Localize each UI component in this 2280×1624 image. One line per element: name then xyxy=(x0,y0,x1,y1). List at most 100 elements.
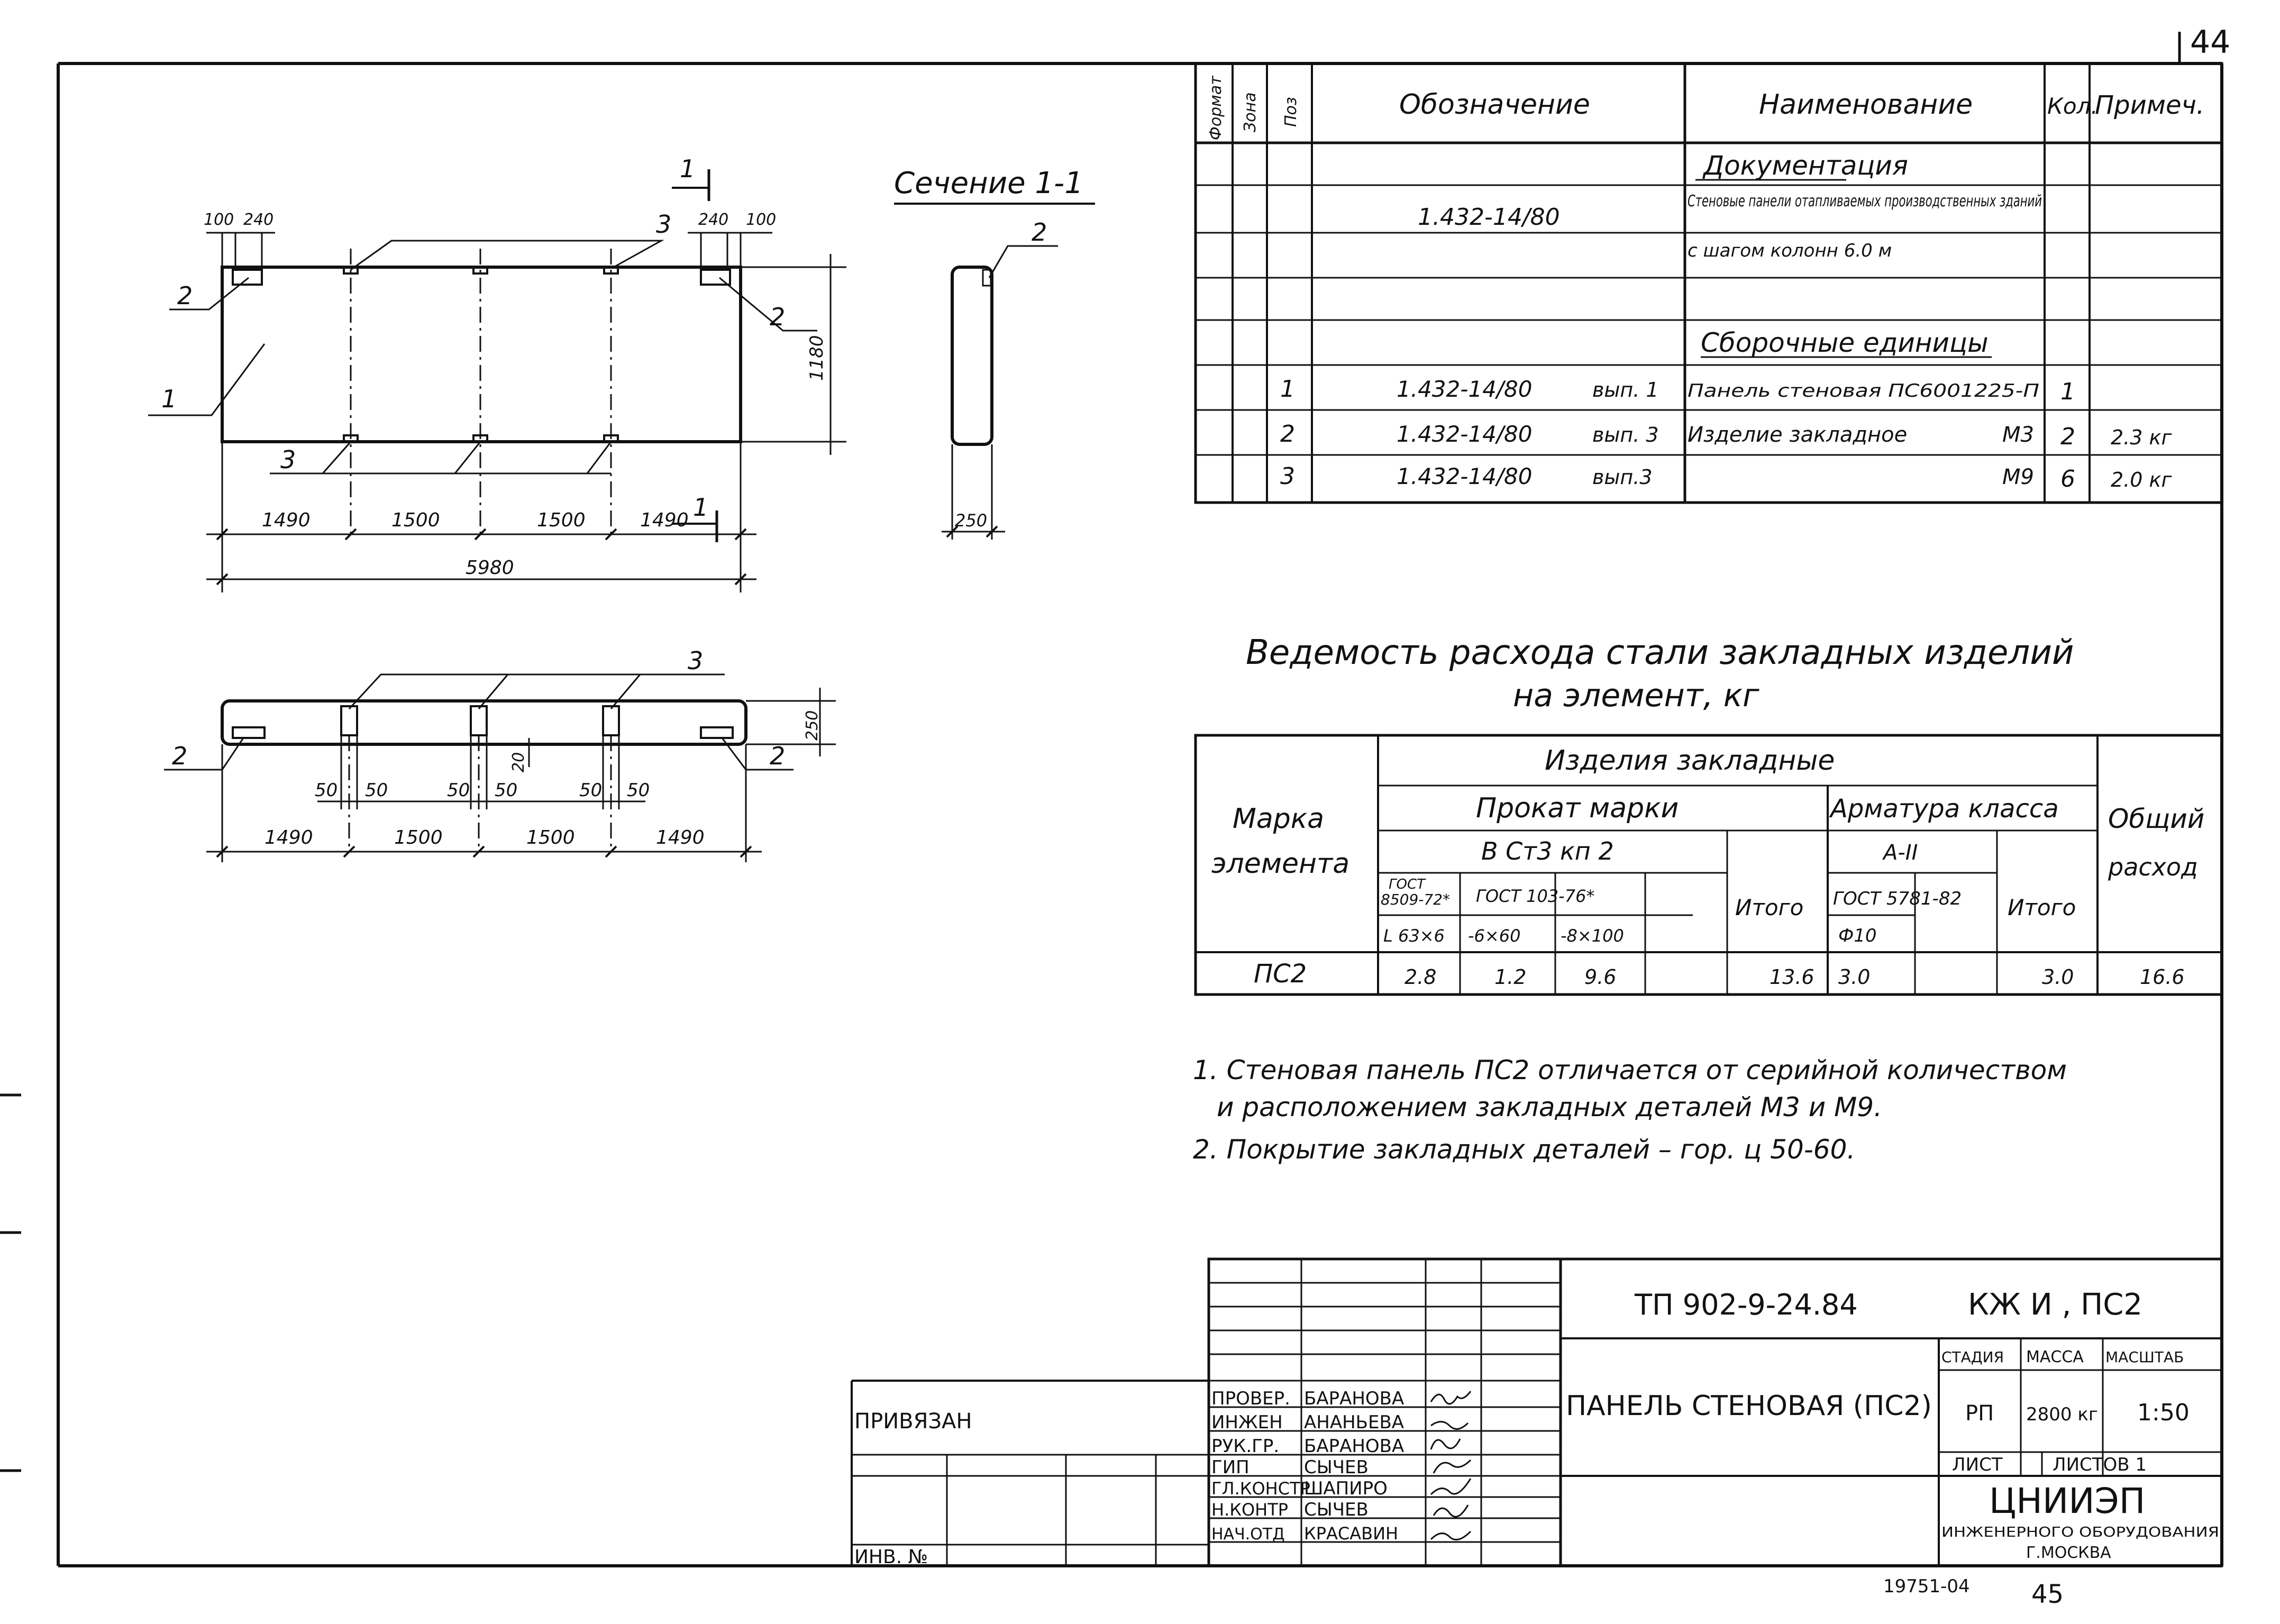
plan-pos-2-right: 2 xyxy=(770,742,785,770)
plan-dim-50-5: 50 xyxy=(579,780,602,801)
label-pos-1: 1 xyxy=(161,385,177,413)
doc-code: ТП 902-9-24.84 xyxy=(1634,1288,1858,1321)
spec-row-3-note: 2.0 кг xyxy=(2111,468,2172,491)
steel-row-rebar: 3.0 xyxy=(1838,965,1870,989)
steel-h-rebar: Арматура класса xyxy=(1829,794,2059,824)
steel-row-mark: ПС2 xyxy=(1254,959,1307,989)
sign-role-6: Н.КОНТР xyxy=(1211,1500,1288,1520)
plan-dim-20: 20 xyxy=(509,752,528,772)
steel-table xyxy=(1194,734,2223,996)
spec-header-pos: Поз xyxy=(1282,97,1300,127)
steel-row-overall: 16.6 xyxy=(2140,965,2185,989)
section-title: Сечение 1-1 xyxy=(894,166,1083,200)
sign-name-6: СЫЧЕВ xyxy=(1304,1499,1369,1520)
label-pos-2-right: 2 xyxy=(770,303,785,331)
section-mark-top: 1 xyxy=(680,154,695,183)
steel-title-1: Ведемость расхода стали закладных издели… xyxy=(1246,633,2074,672)
plan-dim-50-1: 50 xyxy=(315,780,338,801)
dim-240-left: 240 xyxy=(243,211,273,229)
spec-header-zone: Зона xyxy=(1241,92,1260,132)
dim-100-right: 100 xyxy=(746,211,776,229)
panel-elevation xyxy=(148,169,846,592)
spec-row-1-issue: вып. 1 xyxy=(1592,378,1659,402)
mass-value: 2800 кг xyxy=(2026,1404,2098,1425)
stage-value: РП xyxy=(1965,1401,1994,1426)
plan-dim-50-3: 50 xyxy=(447,780,470,801)
spec-row-2-qty: 2 xyxy=(2060,423,2075,450)
steel-h-gost1-b: 8509-72* xyxy=(1381,891,1450,908)
section-dim-250: 250 xyxy=(955,510,987,531)
sign-name-7: КРАСАВИН xyxy=(1304,1523,1398,1544)
plan-dim-50-6: 50 xyxy=(627,780,650,801)
spec-doc-name-1: Стеновые панели отапливаемых производств… xyxy=(1688,192,2042,211)
sign-role-1: ПРОВЕР. xyxy=(1211,1388,1290,1409)
spec-header-qty: Кол. xyxy=(2047,93,2098,119)
handwritten-signatures xyxy=(1430,1391,1472,1541)
spec-row-2-issue: вып. 3 xyxy=(1592,423,1659,446)
sign-role-3: РУК.ГР. xyxy=(1211,1436,1279,1457)
steel-h-gost3: ГОСТ 5781-82 xyxy=(1833,888,1962,909)
sheet-label: ЛИСТ xyxy=(1952,1454,2003,1475)
steel-row-strip1: 1.2 xyxy=(1494,965,1526,989)
steel-row-strip2: 9.6 xyxy=(1584,965,1616,989)
mass-head: МАССА xyxy=(2026,1348,2084,1366)
steel-title-2: на элемент, кг xyxy=(1513,677,1759,714)
steel-h-embedded: Изделия закладные xyxy=(1545,745,1835,777)
plan-dim-1500-b: 1500 xyxy=(526,827,575,849)
steel-row-angle: 2.8 xyxy=(1405,965,1436,989)
title-block xyxy=(851,1257,2223,1567)
plan-pos-3: 3 xyxy=(688,646,703,675)
spec-header-name: Наименование xyxy=(1759,89,1973,121)
sign-name-3: БАРАНОВА xyxy=(1304,1436,1404,1457)
signature-list: ПРОВЕР. БАРАНОВА ИНЖЕН АНАНЬЕВА РУК.ГР. … xyxy=(1211,1388,1404,1544)
dim-1490-a: 1490 xyxy=(262,509,311,531)
steel-h-strip1: -6×60 xyxy=(1468,926,1520,946)
plan-dim-1500-a: 1500 xyxy=(394,827,443,849)
plan-dim-50-2: 50 xyxy=(365,780,388,801)
note-1a: 1. Стеновая панель ПС2 отличается от сер… xyxy=(1193,1055,2067,1085)
dim-5980: 5980 xyxy=(466,557,514,579)
plan-dim-1490-b: 1490 xyxy=(656,827,705,849)
dim-1490-b: 1490 xyxy=(640,509,689,531)
sign-role-4: ГИП xyxy=(1211,1457,1250,1478)
org-name: ЦНИИЭП xyxy=(1989,1481,2145,1521)
spec-doc-name-2: с шагом колонн 6.0 м xyxy=(1688,240,1892,261)
sign-name-4: СЫЧЕВ xyxy=(1304,1457,1369,1478)
steel-h-total2: Итого xyxy=(2008,895,2076,920)
spec-header-note: Примеч. xyxy=(2095,90,2204,120)
plan-dim-1490-a: 1490 xyxy=(265,827,313,849)
spec-section-units: Сборочные единицы xyxy=(1701,327,1989,358)
bind-label: ПРИВЯЗАН xyxy=(854,1409,972,1434)
org-city: Г.МОСКВА xyxy=(2026,1544,2111,1562)
sign-name-1: БАРАНОВА xyxy=(1304,1388,1404,1409)
dim-1180: 1180 xyxy=(806,335,827,381)
spec-row-3-issue: вып.3 xyxy=(1592,466,1653,489)
spec-header-format: Формат xyxy=(1207,75,1225,140)
spec-row-3-pos: 3 xyxy=(1280,463,1295,490)
sign-name-2: АНАНЬЕВА xyxy=(1304,1412,1404,1433)
steel-h-angle: L 63×6 xyxy=(1383,926,1445,946)
scale-head: МАСШТАБ xyxy=(2105,1348,2184,1366)
plan-dim-250: 250 xyxy=(803,710,822,741)
dim-240-right: 240 xyxy=(698,211,728,229)
steel-h-element-2: элемента xyxy=(1211,848,1349,880)
steel-h-gost2: ГОСТ 103-76* xyxy=(1476,886,1594,906)
spec-doc-designation: 1.432-14/80 xyxy=(1418,204,1560,231)
spec-row-2-designation: 1.432-14/80 xyxy=(1397,421,1532,447)
spec-section-docs: Документация xyxy=(1702,150,1908,181)
steel-h-grade: В Ст3 кп 2 xyxy=(1481,837,1614,865)
footer-code: 19751-04 xyxy=(1883,1576,1970,1597)
steel-row-total2: 3.0 xyxy=(2042,965,2074,989)
inv-label: ИНВ. № xyxy=(854,1546,928,1568)
steel-h-overall-2: расход xyxy=(2108,853,2198,881)
note-1b: и расположением закладных деталей М3 и М… xyxy=(1217,1092,1882,1123)
spec-row-1-designation: 1.432-14/80 xyxy=(1397,376,1532,402)
sign-role-7: НАЧ.ОТД xyxy=(1211,1525,1285,1544)
spec-rows: 1 1.432-14/80 вып. 1 Панель стеновая ПС6… xyxy=(1280,376,2172,492)
spec-row-2-pos: 2 xyxy=(1280,421,1295,448)
steel-h-rolled: Прокат марки xyxy=(1476,792,1679,824)
sheets-label: ЛИСТОВ 1 xyxy=(2053,1454,2147,1475)
dim-1500-b: 1500 xyxy=(537,509,586,531)
steel-h-rebar-class: А-II xyxy=(1882,841,1918,865)
